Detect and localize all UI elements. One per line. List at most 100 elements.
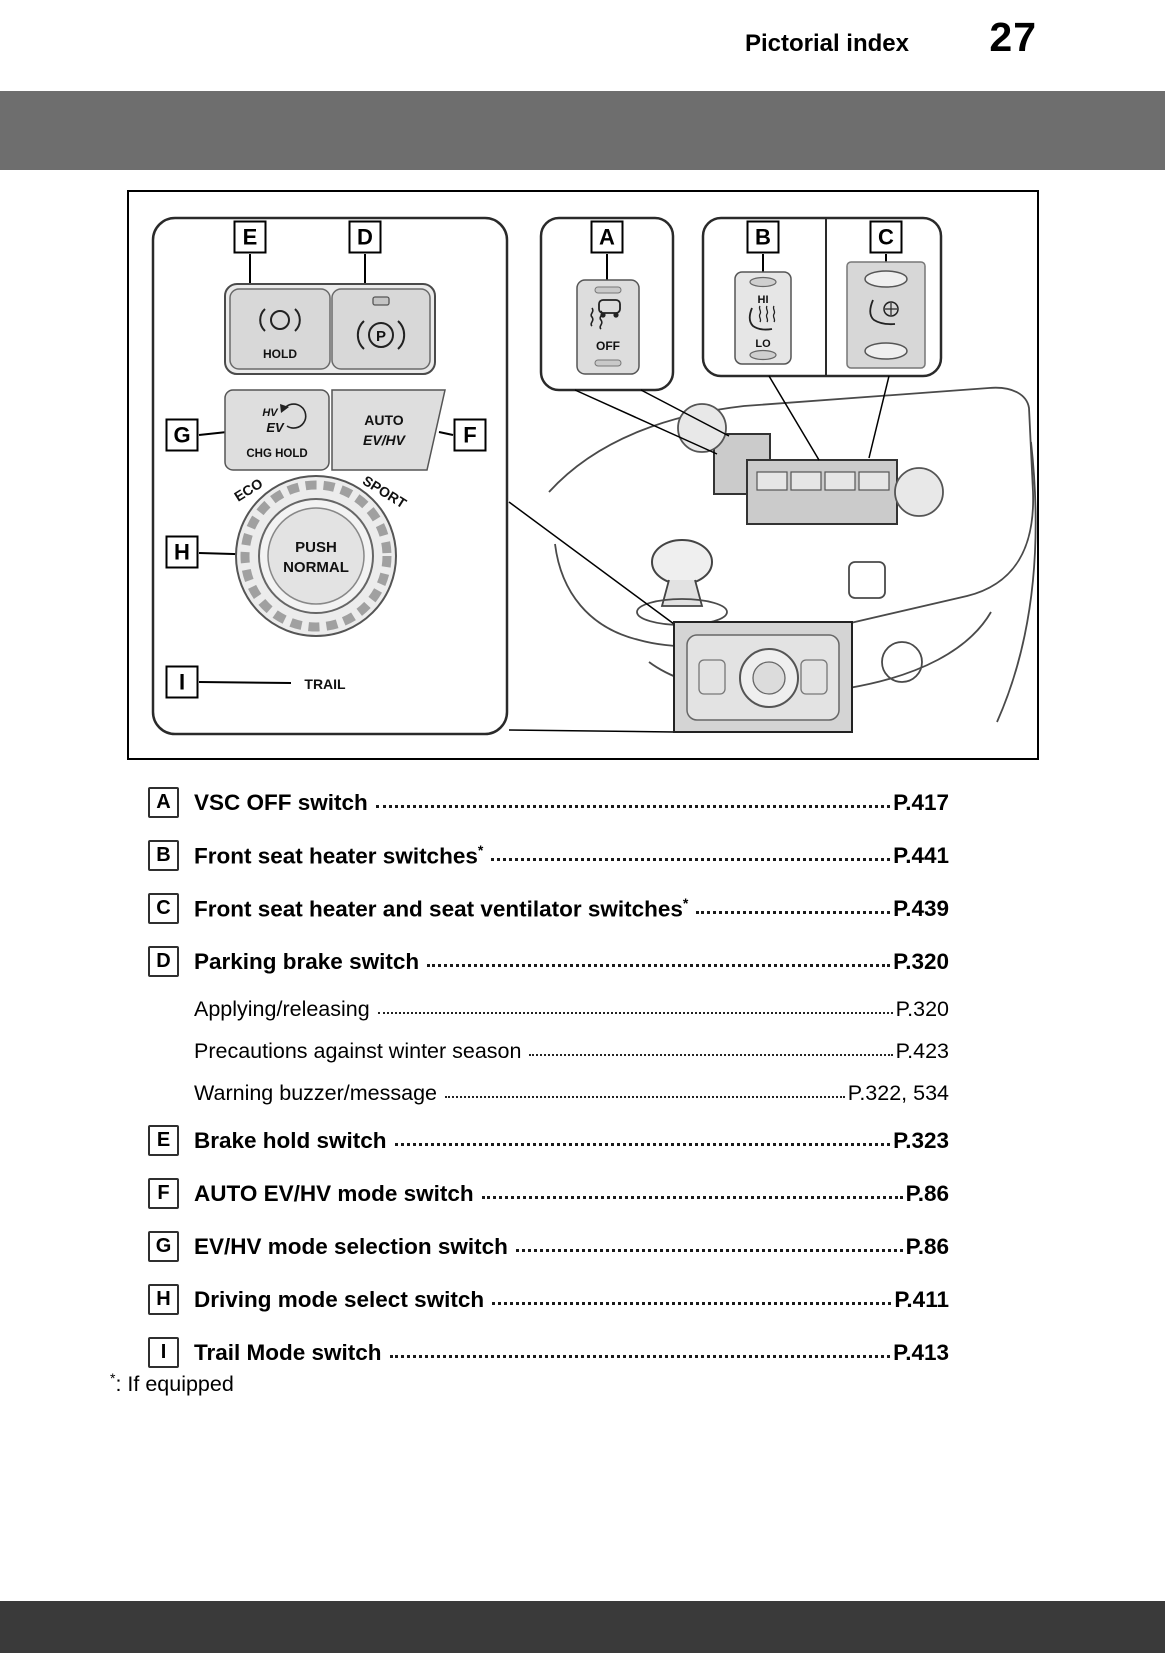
index-entry-f: F AUTO EV/HV mode switch P.86 [148,1167,949,1220]
seat-switches-box: HI LO [701,216,943,378]
entry-letter-box: B [148,840,179,871]
left-switch-panel: HOLD P HV EV [151,216,509,736]
entry-page: P.411 [894,1286,949,1312]
vsc-off-button: OFF [576,279,640,375]
entry-letter-box: H [148,1284,179,1315]
seat-heater-icon [748,305,776,331]
entry-page: P.417 [893,789,949,815]
entry-page: P.86 [905,1233,949,1259]
callout-a: A [590,220,624,254]
subentry-title: Warning buzzer/message [194,1080,437,1105]
index-entry-i: I Trail Mode switch P.413 [148,1326,949,1379]
drive-mode-dial: ECO SPORT PUSH NORMAL [231,472,410,637]
entry-title: Trail Mode switch [194,1339,382,1365]
page-title: Pictorial index [744,30,909,57]
push-label: PUSH [295,539,337,556]
hold-label: HOLD [263,347,297,361]
dotted-leader [377,1005,893,1014]
entry-title: AUTO EV/HV mode switch [194,1180,474,1206]
index-entry-c: C Front seat heater and seat ventilator … [148,882,949,935]
entry-letter-box: E [148,1125,179,1156]
callout-d: D [348,220,382,254]
entry-page: P.86 [905,1180,949,1206]
dotted-leader [696,904,891,914]
footnote-marker: * [110,1370,116,1386]
parking-brake-button: P [331,288,431,370]
footnote-marker: * [682,894,689,911]
entry-page: P.441 [893,842,949,868]
entry-title: EV/HV mode selection switch [194,1233,508,1259]
callout-b: B [746,220,780,254]
dotted-leader [515,1242,903,1252]
console-inset [673,621,853,733]
center-console-art [508,375,1037,733]
dotted-leader [375,798,891,808]
shift-lever [636,539,728,626]
entry-page: P.439 [893,895,949,921]
index-subentry: Applying/releasing P.320 [148,988,949,1030]
entry-page: P.413 [893,1339,949,1365]
entry-title: Driving mode select switch [194,1286,485,1312]
chg-hold-label: CHG HOLD [246,448,307,460]
entry-title: Parking brake switch [194,948,420,974]
entry-title: VSC OFF switch [194,789,368,815]
vsc-off-icon [590,299,621,330]
dotted-leader [444,1089,845,1098]
subentry-title: Applying/releasing [194,996,370,1021]
auto-label: AUTO [364,412,404,428]
footnote-marker: * [477,841,484,858]
ev-hv-icon: HV EV [262,403,307,435]
entry-page: P.320 [893,948,949,974]
ev-hv-selection-button: HV EV CHG HOLD [224,389,330,471]
entry-letter-box: G [148,1231,179,1262]
subentry-page: P.322, 534 [847,1080,949,1105]
index-entry-b: B Front seat heater switches* P.441 [148,829,949,882]
console-illustration: HOLD P HV EV [151,216,1037,736]
brake-hold-button: HOLD [229,288,331,370]
index-entry-h: H Driving mode select switch P.411 [148,1273,949,1326]
hv-label: HV [262,407,279,419]
auto-ev-hv-button: AUTO EV/HV [331,389,446,471]
entry-title: Front seat heater and seat ventilator sw… [194,894,689,922]
entry-letter-box: C [148,893,179,924]
dotted-leader [394,1136,891,1146]
footer-band [0,1601,1165,1653]
entry-letter-box: I [148,1337,179,1368]
entry-letter-box: D [148,946,179,977]
dotted-leader [529,1047,893,1056]
dotted-leader [427,957,891,967]
dotted-leader [492,1295,892,1305]
entry-title: Front seat heater switches* [194,841,484,869]
trail-label: TRAIL [304,676,346,692]
callout-g: G [165,418,199,452]
index-subentry: Warning buzzer/message P.322, 534 [148,1072,949,1114]
subentry-page: P.320 [895,996,949,1021]
subentry-page: P.423 [895,1038,949,1063]
index-entry-d: D Parking brake switch P.320 [148,935,949,988]
entry-title: Brake hold switch [194,1127,387,1153]
seat-ventilator-panel [846,261,926,369]
seat-ventilator-icon [869,299,899,326]
parking-p-label: P [376,328,386,345]
callout-f: F [453,418,487,452]
dotted-leader [389,1348,891,1358]
index-subentry: Precautions against winter season P.423 [148,1030,949,1072]
pictorial-diagram: HOLD P HV EV [127,190,1039,760]
index-entry-e: E Brake hold switch P.323 [148,1114,949,1167]
normal-label: NORMAL [283,559,349,576]
header-band [0,91,1165,170]
lo-label: LO [755,338,771,350]
vsc-off-switch-box: OFF [539,216,675,392]
footnote-text: : If equipped [115,1372,234,1397]
entry-page: P.323 [893,1127,949,1153]
if-equipped-footnote: *: If equipped [110,1370,234,1397]
ev-hv-label: EV/HV [363,432,407,448]
page-number: 27 [989,14,1037,60]
dotted-leader [481,1189,903,1199]
dotted-leader [491,851,891,861]
entry-letter-box: A [148,787,179,818]
callout-h: H [165,535,199,569]
hi-label: HI [758,294,769,306]
subentry-title: Precautions against winter season [194,1038,522,1063]
pictorial-index-list: A VSC OFF switch P.417 B Front seat heat… [148,776,949,1379]
